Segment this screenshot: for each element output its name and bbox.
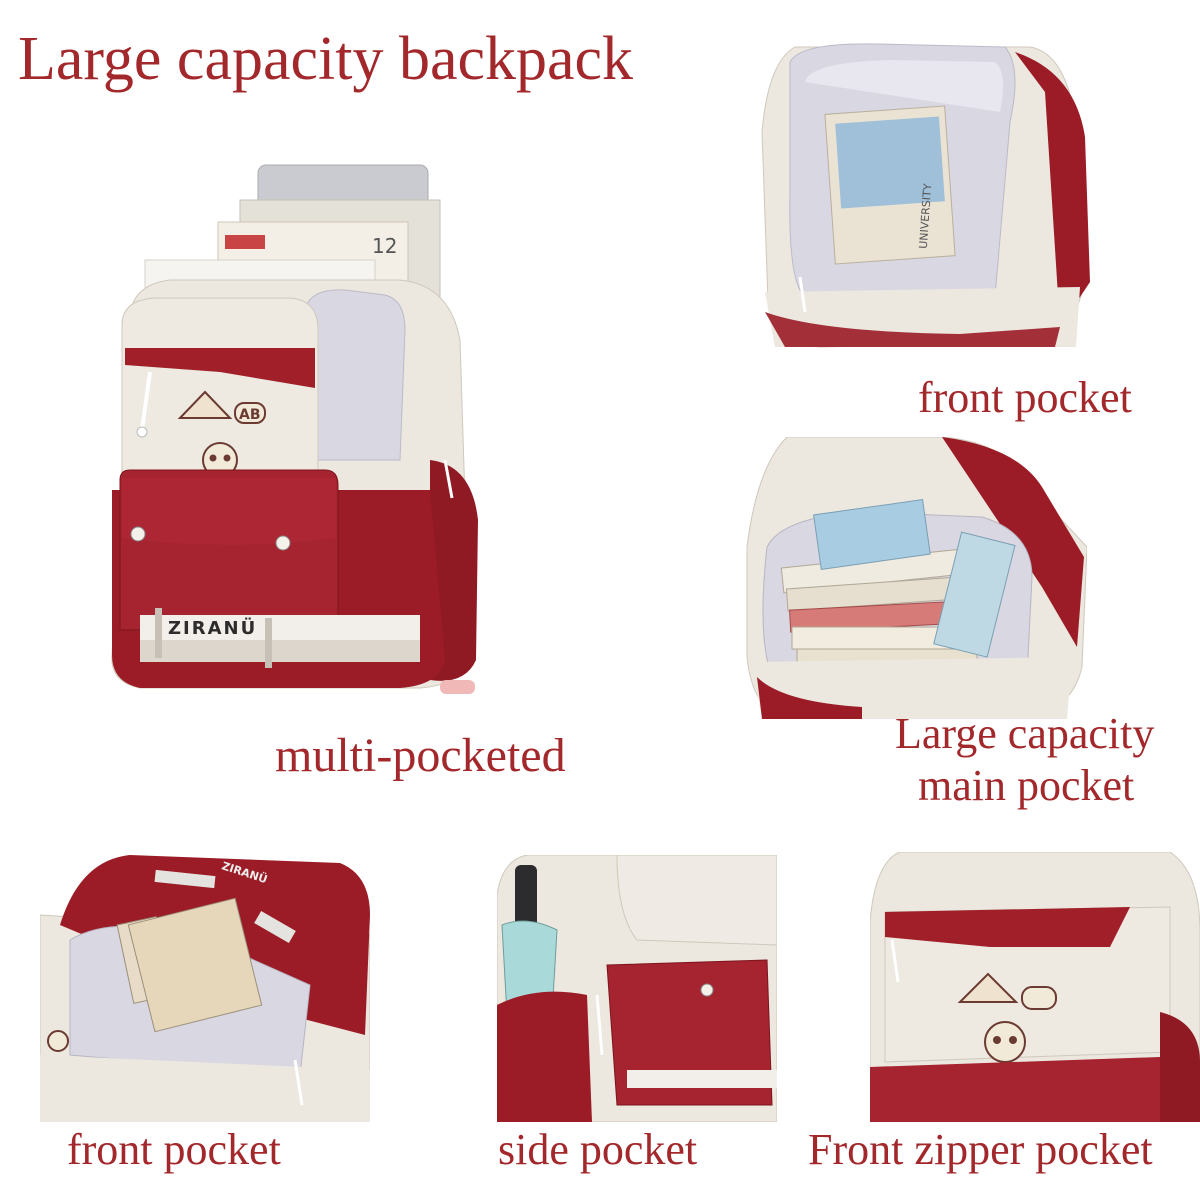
main-backpack-image: 12 AB ZIRANÜ — [100, 160, 490, 705]
caption-front-pocket-top: front pocket — [918, 373, 1132, 422]
main-pocket-image — [742, 437, 1087, 719]
front-pocket-image-top: UNIVERSITY — [760, 42, 1090, 354]
page-title: Large capacity backpack — [18, 25, 634, 93]
patch-letters: AB — [239, 407, 261, 423]
brand-label: ZIRANÜ — [168, 617, 257, 639]
side-pocket-image — [497, 855, 777, 1122]
svg-text:12: 12 — [372, 234, 397, 258]
front-zipper-pocket-image — [870, 852, 1200, 1122]
caption-main-pocket-line1: Large capacity — [895, 709, 1155, 758]
caption-multi-pocketed: multi-pocketed — [275, 729, 566, 782]
caption-front-zipper-pocket: Front zipper pocket — [808, 1125, 1153, 1174]
caption-front-pocket-bottom: front pocket — [67, 1125, 281, 1174]
front-pocket-image-bottom: ZIRANÜ — [40, 855, 370, 1122]
caption-main-pocket-line2: main pocket — [918, 761, 1135, 810]
caption-side-pocket: side pocket — [498, 1125, 698, 1174]
svg-text:UNIVERSITY: UNIVERSITY — [917, 183, 935, 249]
